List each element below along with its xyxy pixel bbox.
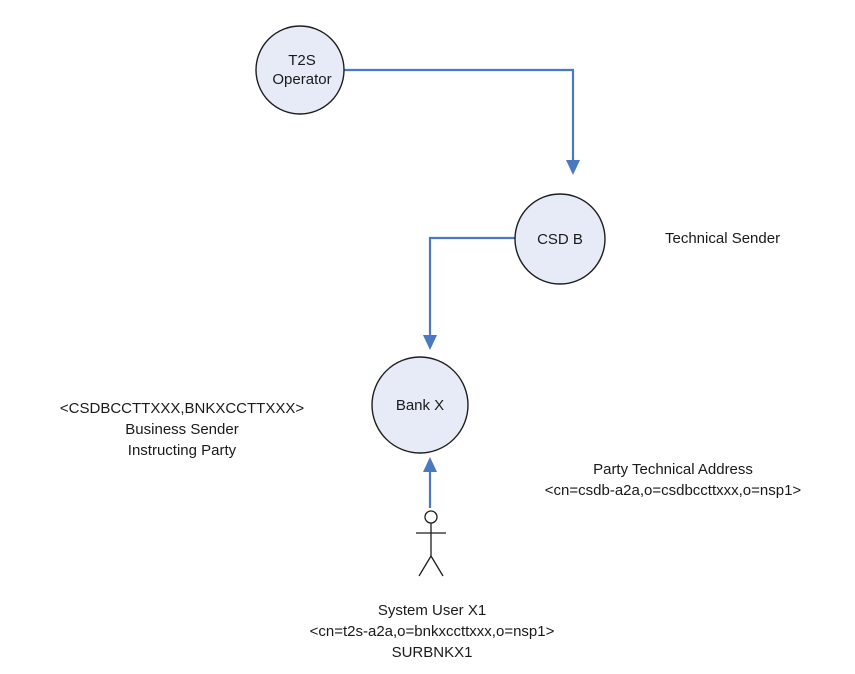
party-technical-address-title: Party Technical Address <box>593 461 753 478</box>
node-bank-x-label: Bank X <box>396 397 444 414</box>
node-csd-b-label: CSD B <box>537 231 583 248</box>
technical-sender-label: Technical Sender <box>665 230 780 247</box>
system-user-actor-icon <box>416 510 446 577</box>
node-bank-x-circle <box>371 356 469 454</box>
operator-to-csdb-arrowhead <box>566 160 580 175</box>
node-t2s-operator-label-line2: Operator <box>272 71 331 88</box>
system-user-id: SURBNKX1 <box>392 644 473 661</box>
system-user-dn: <cn=t2s-a2a,o=bnkxccttxxx,o=nsp1> <box>310 623 555 640</box>
system-user-name: System User X1 <box>378 602 486 619</box>
node-t2s-operator-circle <box>255 25 345 115</box>
node-t2s-operator: T2S Operator <box>255 25 345 115</box>
party-technical-address-dn: <cn=csdb-a2a,o=csdbccttxxx,o=nsp1> <box>545 482 802 499</box>
csdb-to-bankx-connector <box>428 236 518 337</box>
connectors <box>343 68 580 508</box>
business-sender-bic-pair: <CSDBCCTTXXX,BNKXCCTTXXX> <box>60 400 304 417</box>
business-sender-label: Business Sender <box>125 421 238 438</box>
user-to-bankx-arrowhead <box>423 457 437 472</box>
business-sender-annotation: <CSDBCCTTXXX,BNKXCCTTXXX> Business Sende… <box>60 400 304 459</box>
operator-to-csdb-connector <box>343 68 575 162</box>
system-user-annotation: System User X1 <cn=t2s-a2a,o=bnkxccttxxx… <box>310 602 555 661</box>
instructing-party-label: Instructing Party <box>128 442 237 459</box>
csdb-to-bankx-arrowhead <box>423 335 437 350</box>
node-bank-x: Bank X <box>371 356 469 454</box>
party-technical-address-annotation: Party Technical Address <cn=csdb-a2a,o=c… <box>545 461 802 499</box>
node-csd-b: CSD B <box>514 193 606 285</box>
node-csd-b-circle <box>514 193 606 285</box>
node-t2s-operator-label-line1: T2S <box>288 52 316 69</box>
